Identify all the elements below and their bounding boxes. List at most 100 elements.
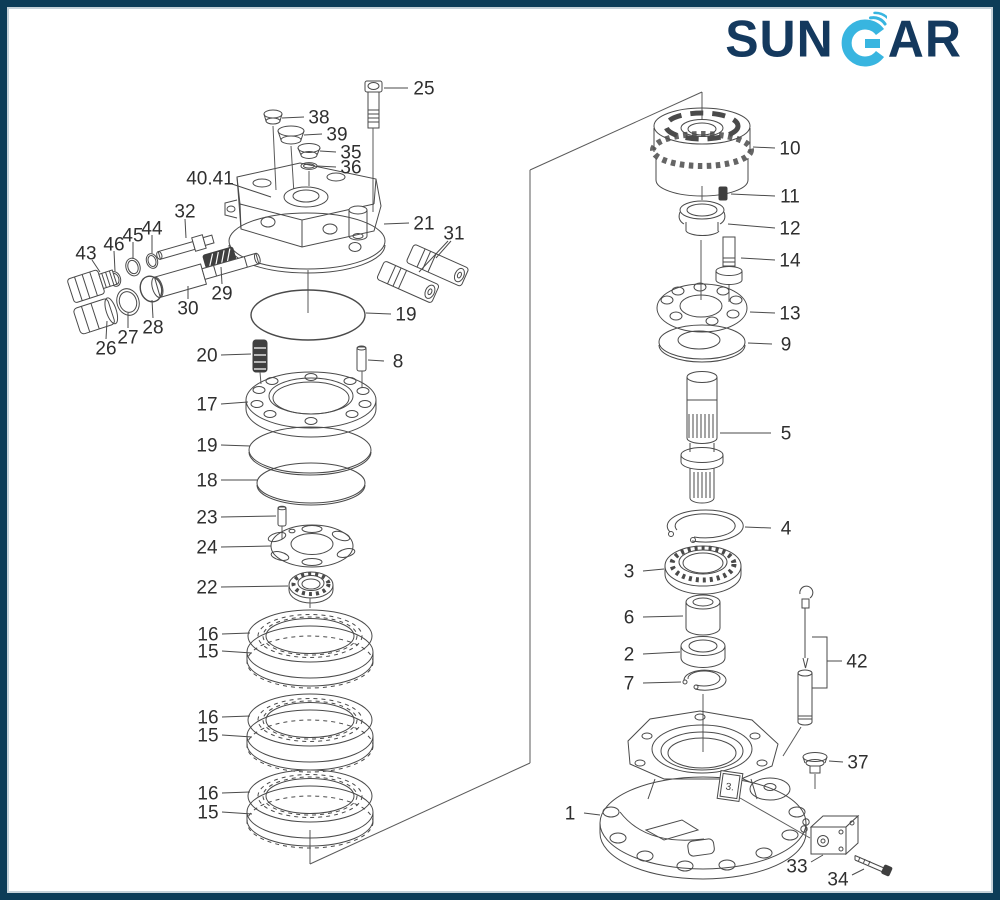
part-label-18: 18: [196, 471, 217, 492]
part-label-1: 1: [565, 804, 576, 825]
part-21-valve-body: [224, 162, 386, 274]
part-label-19: 19: [395, 305, 416, 326]
part-11-pin: [718, 186, 728, 201]
part-label-16: 16: [197, 708, 218, 729]
part-17-flange: [245, 371, 377, 438]
leader-line-29: [220, 266, 223, 285]
part-5-drive-shaft: [680, 371, 724, 504]
part-label-21: 21: [413, 214, 434, 235]
leader-line-12: [727, 223, 776, 229]
part-44-oring: [145, 253, 159, 269]
leader-line-3: [642, 568, 665, 572]
leader-line-2: [642, 651, 681, 655]
name-plate-mark: 3.: [725, 781, 735, 793]
part-32-valve: [156, 234, 215, 260]
leader-line-15: [221, 650, 253, 654]
part-label-32: 32: [174, 202, 195, 223]
leader-line-20: [220, 353, 252, 356]
part-label-11: 11: [780, 187, 800, 208]
part-35-plug: [297, 143, 321, 159]
part-label-34: 34: [827, 870, 849, 891]
part-38-plug: [263, 109, 283, 191]
part-label-15: 15: [197, 803, 218, 824]
part-label-30: 30: [177, 299, 198, 320]
part-label-46: 46: [103, 235, 124, 256]
part-label-22: 22: [196, 578, 217, 599]
part-label-26: 26: [95, 339, 116, 360]
part-33-valve-block: [809, 814, 860, 856]
logo-c-icon: [841, 11, 887, 67]
part-13-plate: [656, 282, 748, 333]
part-label-15: 15: [197, 726, 218, 747]
part-label-40.41: 40.41: [186, 169, 234, 190]
leader-line-17: [220, 401, 249, 405]
part-label-44: 44: [141, 219, 163, 240]
leader-line-35: [319, 150, 337, 153]
part-label-23: 23: [196, 508, 217, 529]
part-label-31: 31: [443, 224, 464, 245]
part-34-bolt: [854, 855, 893, 877]
part-label-29: 29: [211, 284, 232, 305]
part-2-ring: [680, 636, 726, 668]
part-6-bushing: [685, 594, 721, 636]
part-8-pin: [356, 345, 367, 388]
part-42-dipstick: [782, 585, 828, 757]
part-label-19: 19: [196, 436, 217, 457]
part-label-38: 38: [308, 108, 329, 129]
part-label-15: 15: [197, 642, 218, 663]
part-9-disc: [658, 324, 746, 363]
part-label-20: 20: [196, 346, 217, 367]
leader-line-11: [730, 193, 776, 197]
part-16-15-gear-pair-2: [246, 693, 374, 773]
leader-line-33: [810, 854, 824, 863]
part-23-pin: [277, 505, 287, 539]
leader-line-31: [418, 240, 449, 273]
leader-line-40.41: [231, 183, 272, 198]
leader-line-32: [184, 218, 187, 239]
part-10-ring-gear: [650, 107, 754, 200]
leader-line-16: [221, 791, 251, 794]
part-19-oring-top: [250, 270, 366, 341]
leader-line-13: [749, 311, 776, 314]
leader-line-19: [220, 444, 251, 447]
part-16-15-gear-pair-1: [246, 609, 374, 689]
leader-line-43: [91, 259, 101, 273]
leader-line-26: [105, 320, 108, 340]
leader-line-15: [221, 734, 253, 738]
logo-text-ar: AR: [887, 9, 962, 69]
leader-line-24: [220, 545, 272, 548]
part-45-ring: [125, 257, 141, 277]
part-label-28: 28: [142, 318, 163, 339]
part-27-ring: [116, 288, 140, 316]
part-label-42: 42: [846, 652, 867, 673]
leader-line-10: [752, 146, 776, 149]
leader-line-31: [435, 240, 452, 259]
part-label-8: 8: [393, 352, 404, 373]
part-39-plug: [277, 125, 305, 195]
leader-line-38: [281, 116, 305, 119]
construction-lines: [309, 91, 703, 865]
part-label-10: 10: [779, 139, 800, 160]
part-label-36: 36: [340, 158, 361, 179]
part-label-6: 6: [624, 608, 635, 629]
part-4-snap-ring: [666, 509, 744, 543]
leader-line-14: [740, 257, 776, 261]
part-12-retainer-cup: [678, 200, 726, 300]
part-label-5: 5: [781, 424, 792, 445]
part-label-37: 37: [847, 753, 868, 774]
part-20-spring: [252, 339, 268, 385]
leader-line-23: [220, 515, 277, 518]
leader-line-28: [151, 299, 154, 319]
part-label-16: 16: [197, 784, 218, 805]
part-28-oring: [139, 275, 163, 303]
part-label-43: 43: [75, 244, 96, 265]
part-7-snap-ring: [682, 669, 727, 752]
part-label-12: 12: [779, 219, 800, 240]
leader-line-9: [747, 342, 773, 345]
part-26-plug: [73, 297, 119, 335]
leader-line-37: [828, 760, 844, 763]
leader-line-19: [365, 312, 392, 315]
